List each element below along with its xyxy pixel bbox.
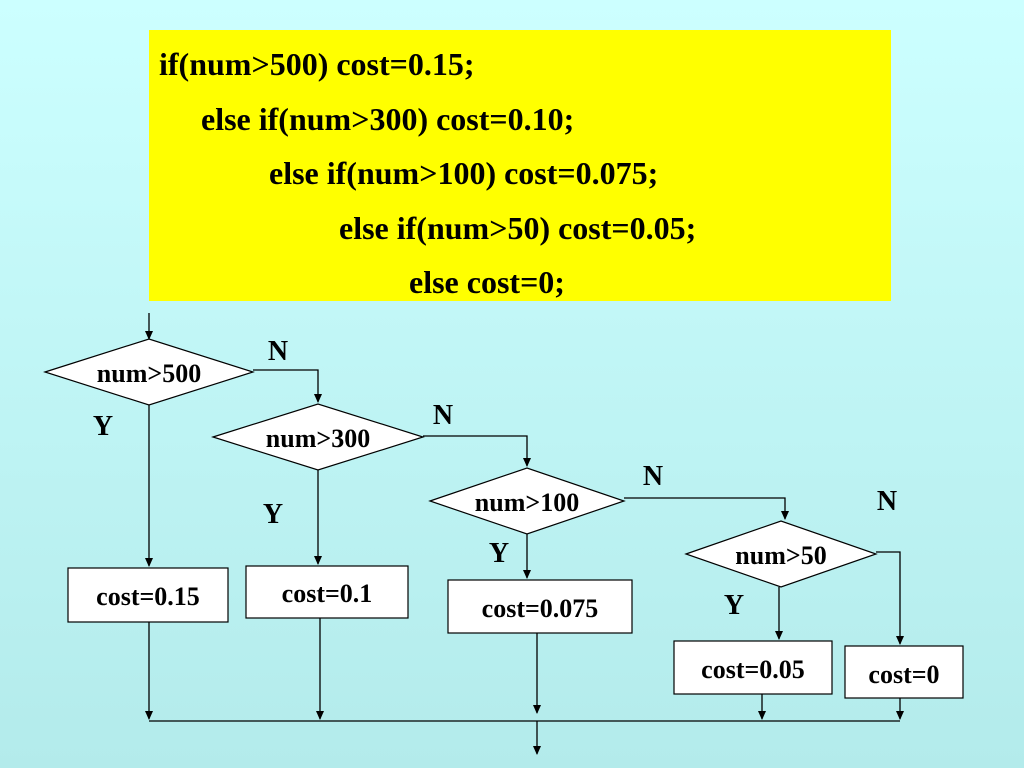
decision-num-50 (684, 520, 878, 588)
result-cost-005-label: cost=0.05 (701, 655, 805, 684)
code-line-2: else if(num>300) cost=0.10; (201, 101, 575, 137)
result-cost-005 (673, 640, 833, 695)
yes-label-3: Y (489, 538, 509, 569)
no-arrow-4 (876, 551, 904, 645)
result-cost-01-label: cost=0.1 (282, 579, 373, 608)
no-arrow-3 (624, 497, 789, 520)
code-line-4: else if(num>50) cost=0.05; (339, 210, 697, 246)
result-cost-0075-label: cost=0.075 (482, 594, 599, 623)
yes-label-1: Y (93, 411, 113, 442)
decision-num-100 (428, 467, 626, 535)
decision-num-300 (210, 403, 426, 471)
no-label-2: N (433, 400, 453, 431)
result-cost-015-label: cost=0.15 (96, 582, 200, 611)
code-line-1: if(num>500) cost=0.15; (159, 46, 475, 82)
code-line-5: else cost=0; (409, 264, 565, 300)
decision-num-100-label: num>100 (475, 488, 579, 517)
result-cost-015 (67, 567, 229, 623)
no-arrow-2 (423, 435, 531, 467)
code-line-3: else if(num>100) cost=0.075; (269, 155, 659, 191)
decision-num-500 (43, 338, 255, 406)
no-label-1: N (268, 336, 288, 367)
decision-num-300-label: num>300 (266, 424, 370, 453)
no-arrow-1 (253, 369, 322, 403)
decision-num-50-label: num>50 (735, 541, 826, 570)
yes-label-2: Y (263, 499, 283, 530)
yes-label-4: Y (724, 590, 744, 621)
result-cost-0-label: cost=0 (868, 660, 939, 689)
decision-num-500-label: num>500 (97, 359, 201, 388)
result-cost-0075 (447, 579, 633, 634)
result-cost-01 (245, 565, 409, 619)
no-label-4: N (877, 486, 897, 517)
no-label-3: N (643, 461, 663, 492)
code-panel: if(num>500) cost=0.15; else if(num>300) … (149, 30, 891, 301)
result-cost-0 (844, 645, 964, 699)
